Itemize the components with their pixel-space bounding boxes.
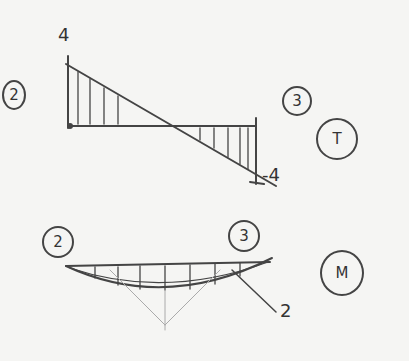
- circled-mark: M: [320, 250, 364, 296]
- circled-text: 3: [292, 94, 302, 109]
- circled-mark: T: [316, 118, 358, 160]
- circled-text: 3: [239, 229, 249, 244]
- value-label: -4: [262, 166, 280, 184]
- circled-text: M: [336, 266, 349, 281]
- circled-mark: 2: [42, 226, 74, 258]
- value-label: 4: [58, 26, 69, 44]
- value-label: 2: [280, 302, 291, 320]
- circled-mark: 2: [2, 80, 26, 110]
- circled-text: 2: [9, 88, 19, 103]
- circled-text: 2: [53, 235, 63, 250]
- circled-text: T: [332, 132, 341, 147]
- circled-mark: 3: [282, 86, 312, 116]
- circled-mark: 3: [228, 220, 260, 252]
